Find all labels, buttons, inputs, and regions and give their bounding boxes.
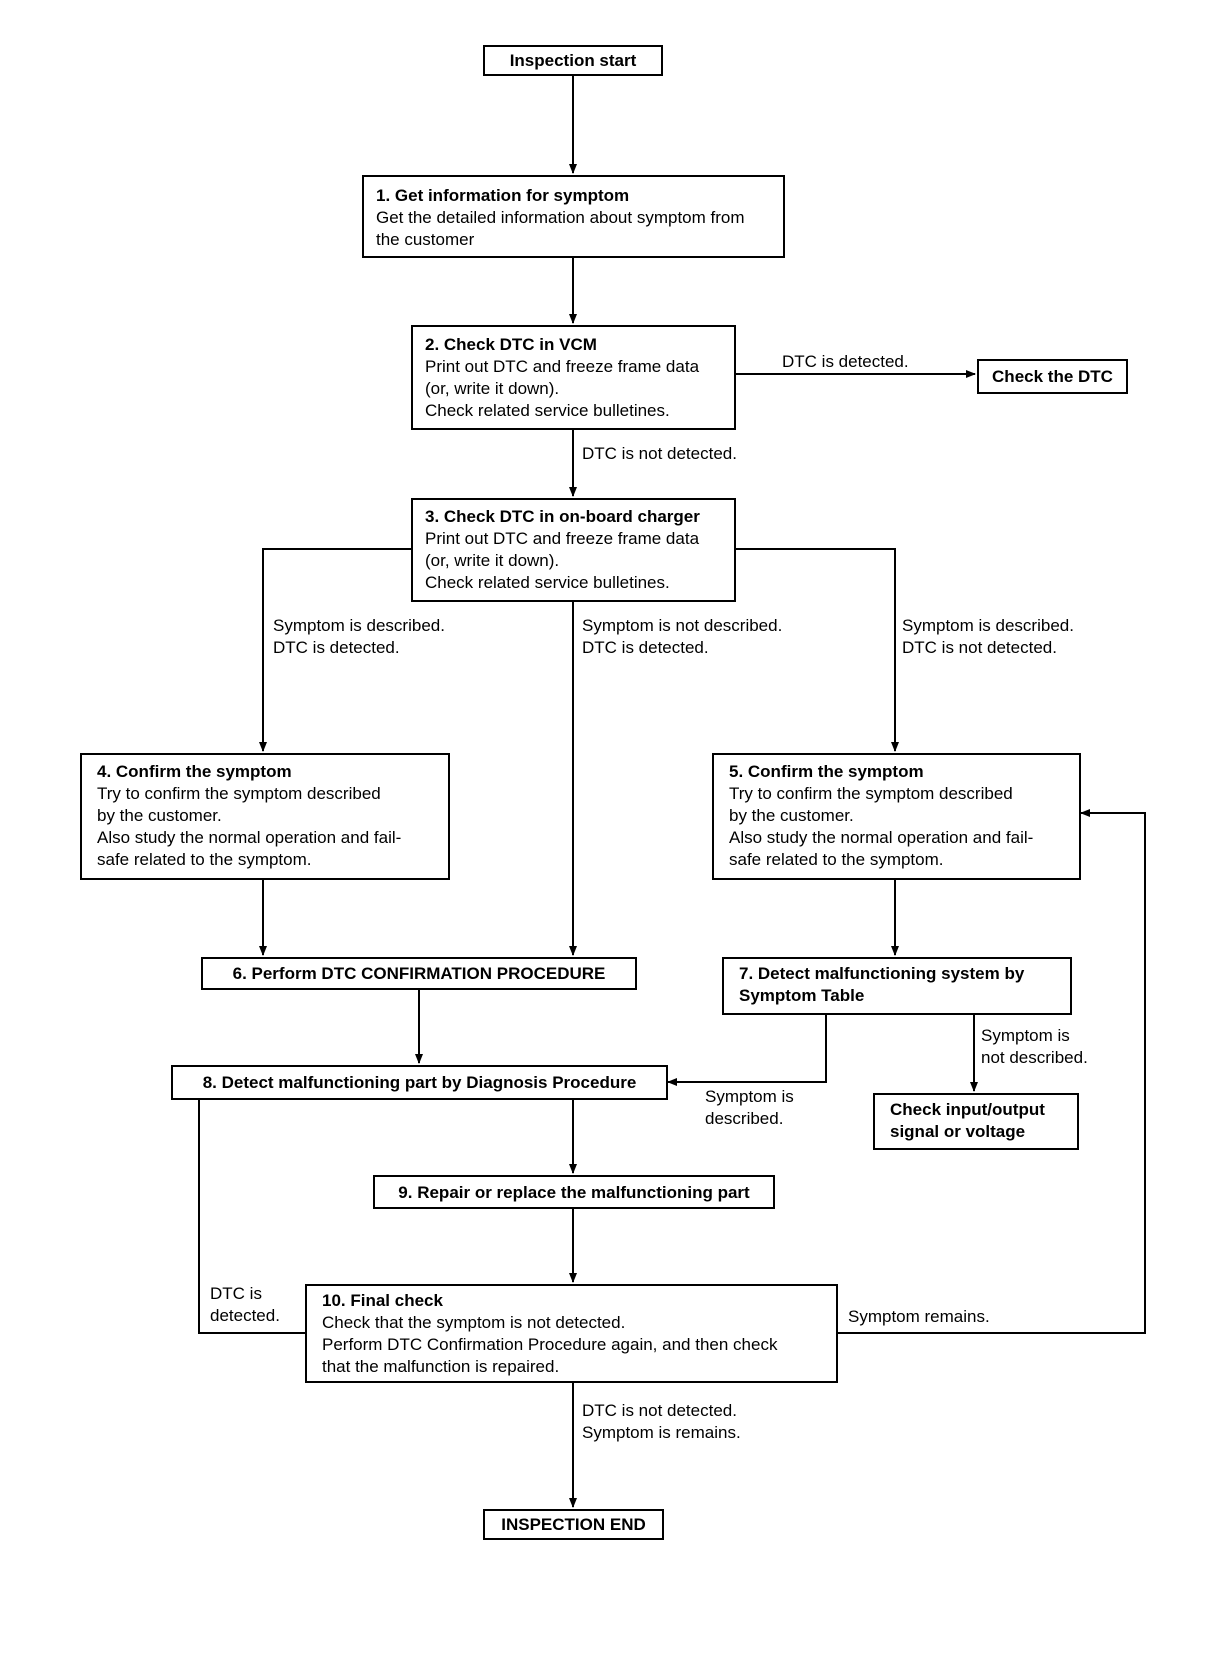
label-left-line: DTC is detected.: [273, 638, 400, 657]
node-6-dtc-confirmation: 6. Perform DTC CONFIRMATION PROCEDURE: [201, 957, 637, 990]
edge-10-5: [837, 809, 1146, 1334]
node-inspection-end-label: INSPECTION END: [501, 1515, 646, 1534]
node-10-title: 10. Final check: [322, 1291, 443, 1310]
label-final-line: DTC is not detected.: [582, 1401, 737, 1420]
label-did-line: detected.: [210, 1306, 280, 1325]
node-2-check-dtc-vcm: 2. Check DTC in VCM Print out DTC and fr…: [411, 325, 736, 430]
label-dtc-detected-vcm: DTC is detected.: [782, 352, 909, 371]
node-7-line: Symptom Table: [739, 986, 865, 1005]
edge-10-8: [195, 1082, 305, 1334]
label-symptom-remains: Symptom remains.: [848, 1307, 990, 1326]
label-final-branch: DTC is not detected. Symptom is remains.: [582, 1400, 741, 1444]
node-inspection-start-label: Inspection start: [509, 51, 637, 70]
node-5-title: 5. Confirm the symptom: [729, 762, 924, 781]
label-symptom-not-described: Symptom is not described.: [981, 1025, 1088, 1069]
node-2-line: Check related service bulletines.: [425, 401, 670, 420]
node-5-line: Try to confirm the symptom described: [729, 784, 1013, 803]
node-8-diagnosis-procedure: 8. Detect malfunctioning part by Diagnos…: [171, 1065, 668, 1100]
node-3-line: (or, write it down).: [425, 551, 560, 570]
node-10-line: Perform DTC Confirmation Procedure again…: [322, 1335, 778, 1354]
label-dtc-not-detected-vcm: DTC is not detected.: [582, 444, 737, 463]
node-8-label: 8. Detect malfunctioning part by Diagnos…: [202, 1073, 637, 1092]
node-9-repair-replace: 9. Repair or replace the malfunctioning …: [373, 1175, 775, 1209]
node-2-title: 2. Check DTC in VCM: [425, 335, 597, 354]
node-9-label: 9. Repair or replace the malfunctioning …: [398, 1183, 750, 1202]
node-3-line: Print out DTC and freeze frame data: [425, 529, 700, 548]
node-10-line: that the malfunction is repaired.: [322, 1357, 560, 1376]
label-snd-line: Symptom is: [981, 1026, 1070, 1045]
node-4-title: 4. Confirm the symptom: [97, 762, 292, 781]
label-middle-line: DTC is detected.: [582, 638, 709, 657]
node-10-line: Check that the symptom is not detected.: [322, 1313, 626, 1332]
node-10-final-check: 10. Final check Check that the symptom i…: [305, 1284, 838, 1383]
node-7-line: 7. Detect malfunctioning system by: [739, 964, 1025, 983]
edge-3-4: [259, 548, 411, 752]
node-2-line: Print out DTC and freeze frame data: [425, 357, 700, 376]
label-snd-line: not described.: [981, 1048, 1088, 1067]
node-io-line: Check input/output: [890, 1100, 1045, 1119]
node-check-the-dtc-label: Check the DTC: [992, 367, 1113, 386]
node-5-line: by the customer.: [729, 806, 854, 825]
label-right-line: Symptom is described.: [902, 616, 1074, 635]
node-4-line: by the customer.: [97, 806, 222, 825]
node-3-title: 3. Check DTC in on-board charger: [425, 507, 700, 526]
node-inspection-start: Inspection start: [483, 45, 663, 76]
node-5-line: Also study the normal operation and fail…: [729, 828, 1034, 847]
node-1-get-information: 1. Get information for symptom Get the d…: [362, 175, 785, 258]
node-4-line: Also study the normal operation and fail…: [97, 828, 402, 847]
node-check-input-output: Check input/output signal or voltage: [873, 1093, 1079, 1150]
node-1-line: the customer: [376, 230, 475, 249]
node-2-line: (or, write it down).: [425, 379, 560, 398]
node-4-line: safe related to the symptom.: [97, 850, 312, 869]
label-middle-line: Symptom is not described.: [582, 616, 783, 635]
label-right-branch: Symptom is described. DTC is not detecte…: [902, 615, 1074, 659]
node-5-confirm-symptom: 5. Confirm the symptom Try to confirm th…: [712, 753, 1081, 880]
node-1-line: Get the detailed information about sympt…: [376, 208, 745, 227]
node-check-the-dtc: Check the DTC: [977, 359, 1128, 394]
label-left-line: Symptom is described.: [273, 616, 445, 635]
node-1-title: 1. Get information for symptom: [376, 186, 630, 205]
label-left-branch: Symptom is described. DTC is detected.: [273, 615, 445, 659]
node-4-line: Try to confirm the symptom described: [97, 784, 381, 803]
node-6-label: 6. Perform DTC CONFIRMATION PROCEDURE: [232, 964, 606, 983]
node-inspection-end: INSPECTION END: [483, 1509, 664, 1540]
node-io-line: signal or voltage: [890, 1122, 1026, 1141]
edge-3-5: [735, 548, 899, 752]
node-3-line: Check related service bulletines.: [425, 573, 670, 592]
label-right-line: DTC is not detected.: [902, 638, 1057, 657]
label-symptom-described: Symptom is described.: [705, 1086, 794, 1130]
node-4-confirm-symptom: 4. Confirm the symptom Try to confirm th…: [80, 753, 450, 880]
label-did-line: DTC is: [210, 1284, 262, 1303]
node-3-check-dtc-charger: 3. Check DTC in on-board charger Print o…: [411, 498, 736, 602]
label-dtc-is-detected-loop: DTC is detected.: [210, 1283, 280, 1327]
label-final-line: Symptom is remains.: [582, 1423, 741, 1442]
node-5-line: safe related to the symptom.: [729, 850, 944, 869]
edge-7-8: [667, 1014, 827, 1086]
node-7-symptom-table: 7. Detect malfunctioning system by Sympt…: [722, 957, 1072, 1015]
label-sd-line: Symptom is: [705, 1087, 794, 1106]
label-middle-branch: Symptom is not described. DTC is detecte…: [582, 615, 782, 659]
label-sd-line: described.: [705, 1109, 784, 1128]
